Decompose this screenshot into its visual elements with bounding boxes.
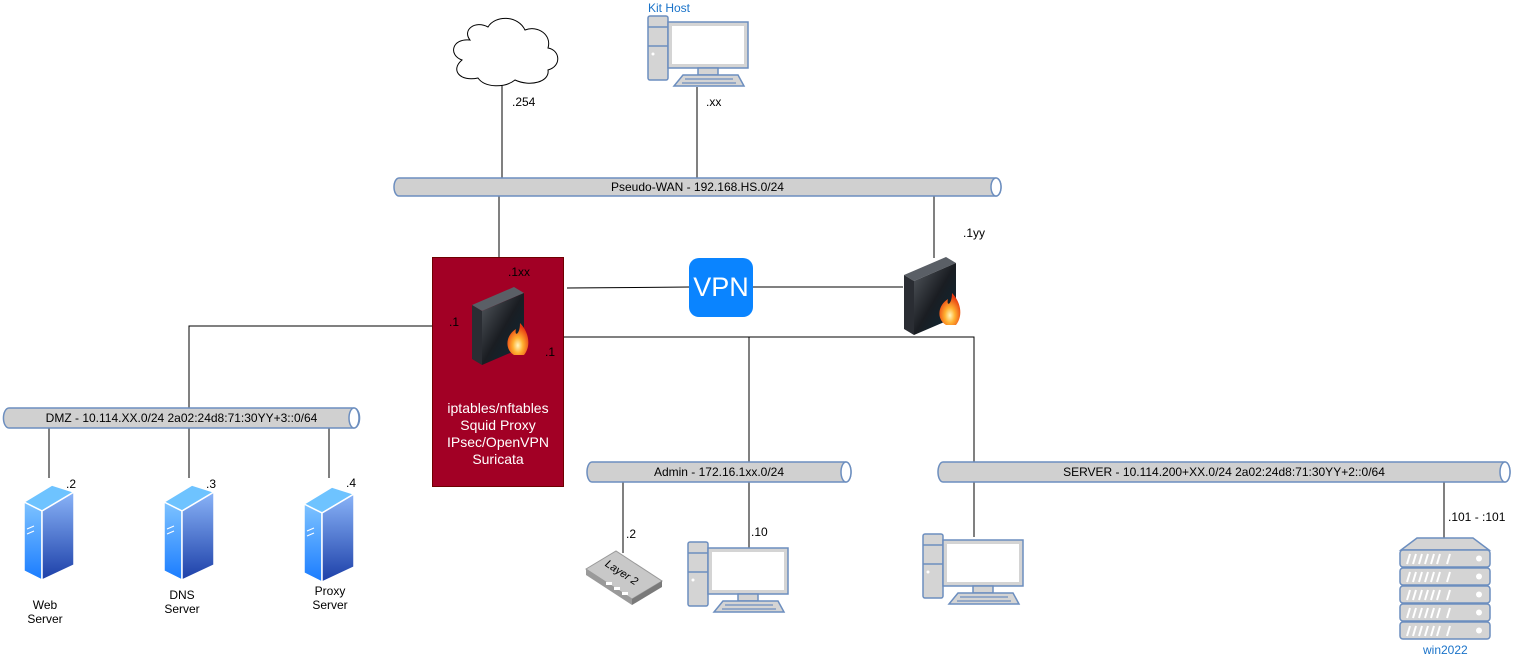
proxy-server-icon [303, 486, 355, 583]
admin-network-label: Admin - 172.16.1xx.0/24 [653, 465, 785, 479]
web-server-name-line2: Server [27, 612, 63, 626]
win2022-rack-server-icon [1398, 537, 1492, 640]
wan-network-label: Pseudo-WAN - 192.168.HS.0/24 [611, 180, 784, 194]
link-firewall-dmz [188, 325, 462, 408]
dns-server-name-line1: DNS [169, 588, 195, 602]
main-firewall-icon [472, 287, 529, 365]
proxy-server-name-line2: Server [312, 598, 348, 612]
remote-firewall-icon [904, 257, 961, 335]
firewall-service: Suricata [472, 451, 524, 467]
win2022-ip-label: .101 - :101 [1448, 510, 1506, 524]
layer2-switch-icon [585, 550, 663, 605]
internet-cloud-icon [453, 17, 559, 87]
firewall-service: iptables/nftables [447, 400, 549, 416]
bus-wan [393, 177, 1002, 197]
web-server-name-label: Web Server [24, 598, 66, 626]
connection-lines [48, 85, 1445, 553]
server-network-label: SERVER - 10.114.200+XX.0/24 2a02:24d8:71… [1063, 465, 1385, 479]
switch-ip-label: .2 [626, 527, 637, 541]
proxy-server-name-label: Proxy Server [308, 584, 352, 612]
dmz-network-label: DMZ - 10.114.XX.0/24 2a02:24d8:71:30YY+3… [45, 411, 318, 425]
proxy-server-ip-label: .4 [346, 476, 357, 490]
firewall-services-list: iptables/nftables Squid Proxy IPsec/Open… [432, 400, 564, 468]
admin-pc-ip-label: .10 [751, 525, 768, 539]
link-firewall-vpn [566, 286, 691, 289]
vpn-label: VPN [693, 272, 749, 302]
web-server-name-line1: Web [32, 598, 58, 612]
remote-firewall-ip-label: .1yy [963, 226, 986, 240]
bus-admin [586, 461, 852, 483]
vpn-icon: VPN [689, 258, 753, 317]
dns-server-ip-label: .3 [206, 477, 217, 491]
firewall-internal-ip-label: .1 [545, 345, 556, 359]
web-server-ip-label: .2 [66, 477, 77, 491]
firewall-service: Squid Proxy [460, 417, 536, 433]
internet-ip-label: .254 [512, 95, 536, 109]
kit-host-ip-label: .xx [706, 95, 722, 109]
kit-host-name-label: Kit Host [648, 1, 691, 15]
web-server-icon [22, 484, 76, 582]
firewall-service: IPsec/OpenVPN [447, 434, 549, 450]
dns-server-name-label: DNS Server [161, 588, 203, 616]
bus-dmz [2, 407, 361, 429]
dns-server-icon [163, 484, 215, 581]
server-pc-computer-icon [922, 533, 1024, 605]
proxy-server-name-line1: Proxy [314, 584, 346, 598]
link-firewall-server [530, 336, 975, 462]
win2022-name-label: win2022 [1423, 643, 1468, 657]
firewall-wan-ip-label: .1xx [508, 265, 531, 279]
kit-host-computer-icon [647, 15, 749, 87]
firewall-dmz-ip-label: .1 [449, 315, 460, 329]
bus-server [937, 461, 1511, 483]
dns-server-name-line2: Server [164, 602, 200, 616]
admin-pc-computer-icon [687, 541, 789, 613]
